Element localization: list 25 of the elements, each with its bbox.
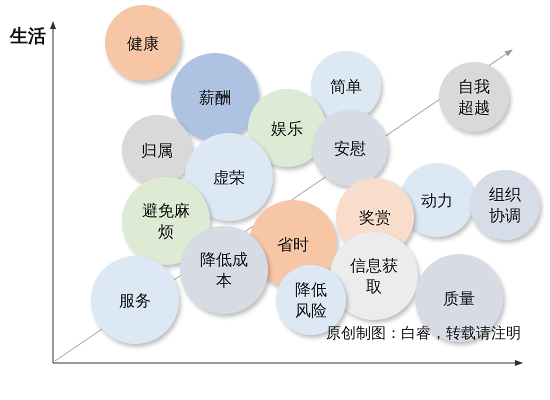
bubble-label: 安慰 bbox=[333, 138, 367, 158]
bubble bbox=[470, 170, 540, 240]
bubble-label: 奖赏 bbox=[358, 206, 392, 228]
bubble-label: 信息获取 bbox=[349, 255, 399, 297]
bubble-label: 降低风险 bbox=[294, 279, 328, 321]
bubble-label: 服务 bbox=[118, 290, 152, 310]
bubble-label: 降低成本 bbox=[199, 249, 249, 291]
bubble-label: 简单 bbox=[329, 76, 363, 96]
bubble-label: 质量 bbox=[442, 288, 476, 308]
bubble-label: 组织协调 bbox=[488, 184, 522, 226]
bubble bbox=[180, 226, 268, 314]
credit-note: 原创制图：白睿，转载请注明 bbox=[326, 324, 521, 343]
bubble bbox=[312, 110, 388, 186]
bubble-label: 娱乐 bbox=[270, 118, 304, 138]
bubble-label: 避免麻烦 bbox=[141, 200, 191, 242]
bubble-label: 薪酬 bbox=[198, 86, 232, 108]
bubble-label: 动力 bbox=[420, 190, 454, 210]
bubble bbox=[91, 256, 179, 344]
bubble-label: 自我超越 bbox=[457, 76, 491, 118]
bubble-label: 虚荣 bbox=[212, 166, 246, 188]
bubble-label: 省时 bbox=[276, 234, 310, 254]
bubble-label: 归属 bbox=[140, 140, 174, 160]
bubble bbox=[439, 62, 509, 132]
bubble-label: 健康 bbox=[126, 32, 160, 54]
axis-label: 生活 bbox=[10, 25, 46, 48]
